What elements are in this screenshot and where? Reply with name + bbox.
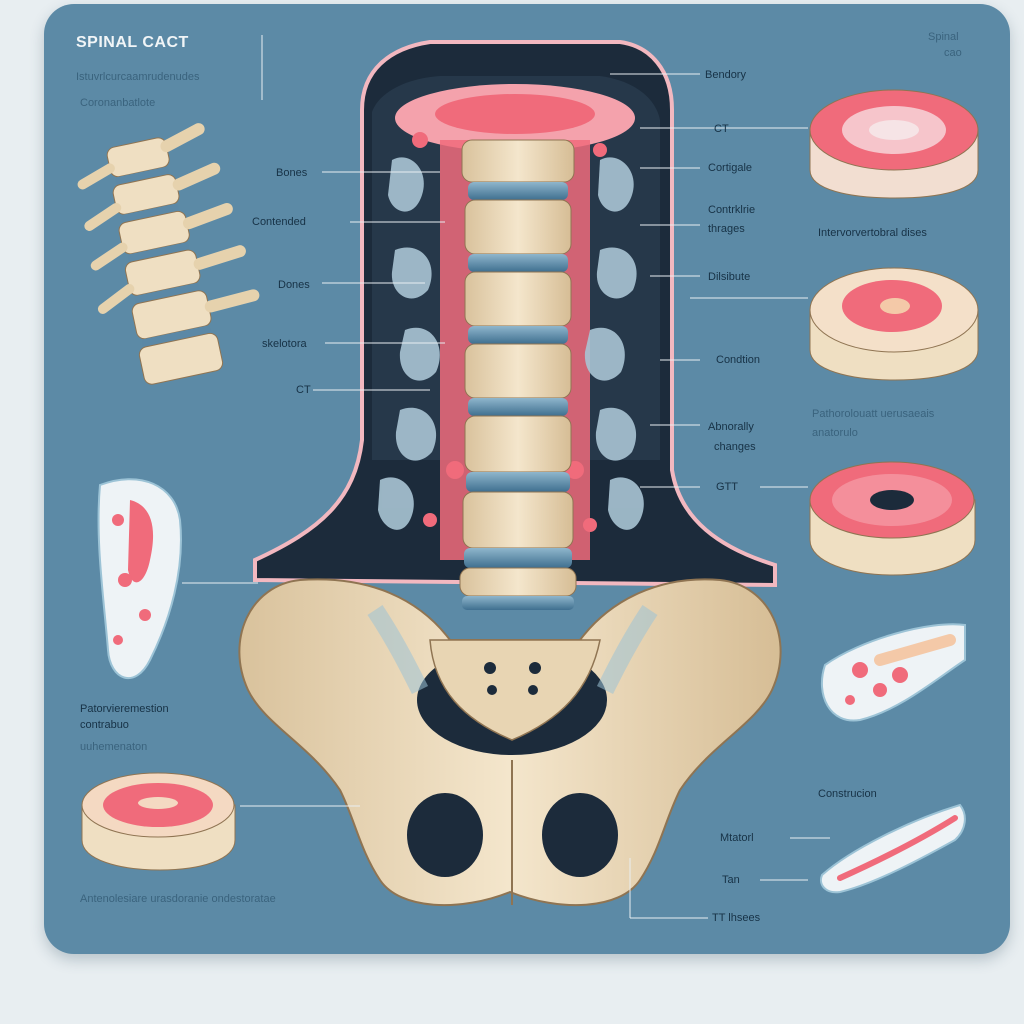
label-construction: Construcion xyxy=(818,788,877,800)
label-condition: Condtion xyxy=(716,354,761,366)
label-ct-left: CT xyxy=(296,384,311,396)
disc-right-2 xyxy=(809,267,979,381)
label-mitochondrial: Mtatorl xyxy=(720,832,754,844)
label-pathological-2: anatorulo xyxy=(812,427,858,439)
label-pathological-1: Pathorolouatt uerusaeais xyxy=(812,408,935,420)
label-pathology-3: uuhemenaton xyxy=(80,741,148,753)
pathology-slice-right-1 xyxy=(820,623,966,722)
label-gtt: GTT xyxy=(716,481,738,493)
pathology-slice-right-2 xyxy=(820,803,966,894)
pelvis xyxy=(238,578,782,907)
label-footer-left: Antenolesiare urasdoranie ondestoratae xyxy=(80,893,276,905)
leader-lines xyxy=(182,35,830,919)
disc-right-3 xyxy=(809,461,976,576)
label-spinal-2: cao xyxy=(944,47,962,59)
ct-tissue-spots xyxy=(412,132,607,532)
label-tt-tissues: TT lhsees xyxy=(712,912,761,924)
label-discs: Dilsibute xyxy=(708,271,751,283)
lumbar-spine-sideview xyxy=(77,123,260,385)
label-abnormal-1: Abnorally xyxy=(708,421,754,433)
disc-left xyxy=(81,772,236,871)
label-cartilage-changes-1: Contrklrie xyxy=(708,204,756,216)
label-spinal-1: Spinal xyxy=(928,31,959,43)
pathology-slice-left xyxy=(97,478,182,680)
label-bendory: Bendory xyxy=(705,69,746,81)
label-abnormal-2: changes xyxy=(714,441,756,453)
label-cartilage-changes-2: thrages xyxy=(708,223,745,235)
label-pathology-1: Patorvieremestion xyxy=(80,703,169,715)
label-pathology-2: contrabuo xyxy=(80,719,129,731)
label-subtitle-2: Coronanbatlote xyxy=(80,97,156,109)
label-bones-1: Bones xyxy=(276,167,308,179)
vertebral-column xyxy=(459,139,577,610)
label-tan: Tan xyxy=(722,874,740,886)
ct-bone-fragments xyxy=(378,157,644,530)
label-cartilage: Cortigale xyxy=(708,162,753,174)
label-intervertebral-discs: Intervorvertobral dises xyxy=(818,227,927,239)
label-subtitle-1: Istuvrlcurcaamrudenudes xyxy=(76,71,200,83)
figure-title: SPINAL CACT xyxy=(76,34,189,51)
disc-right-1 xyxy=(809,89,979,199)
label-ct-center: CT xyxy=(714,123,729,135)
label-skeleton: skelotora xyxy=(262,338,307,350)
label-bones-2: Dones xyxy=(278,279,310,291)
label-cortical: Contended xyxy=(252,216,306,228)
